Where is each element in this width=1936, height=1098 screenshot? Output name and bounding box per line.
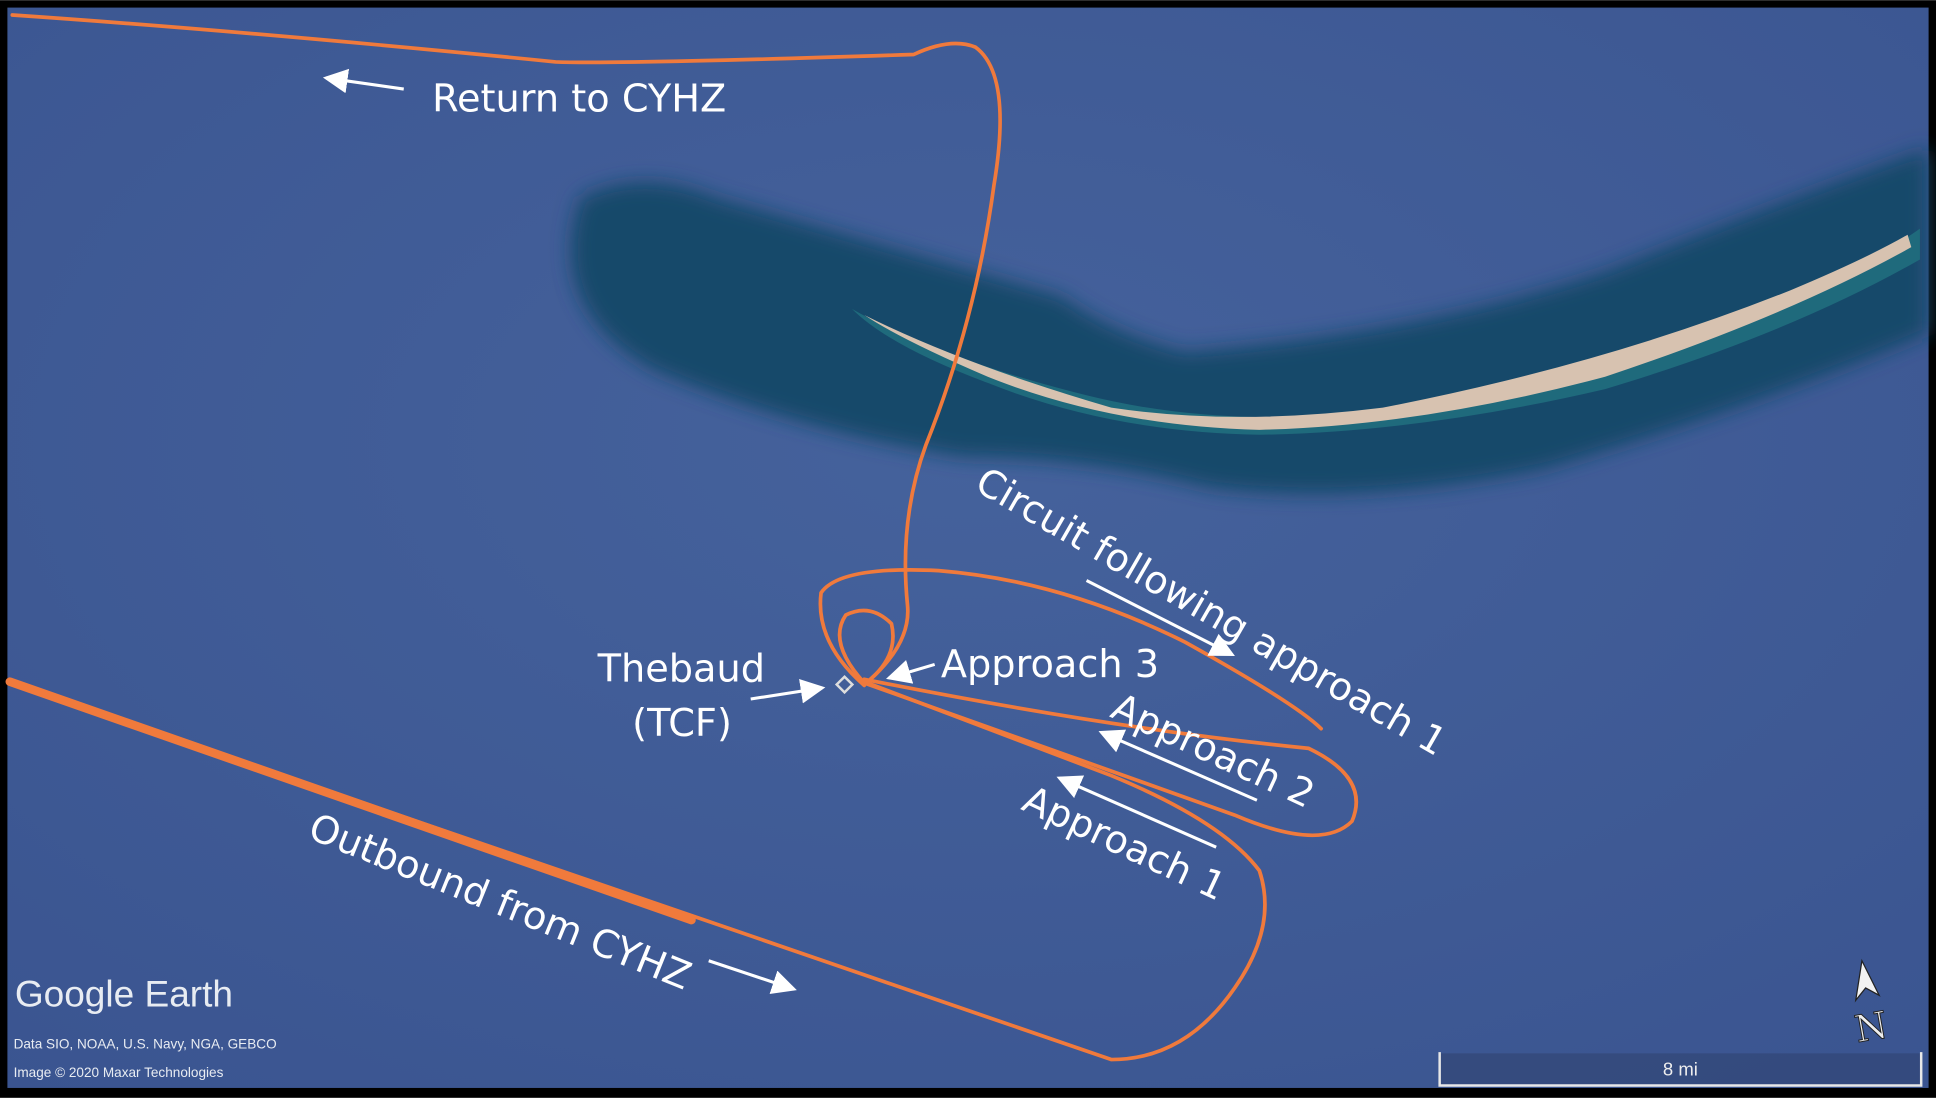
arrow-icon: [1098, 729, 1258, 802]
flight-track: [5, 13, 1358, 1062]
arrow-icon: [322, 68, 404, 94]
annotation-arrows: [322, 68, 1258, 995]
attribution-image: Image © 2020 Maxar Technologies: [14, 1065, 224, 1080]
arrow-icon: [708, 959, 797, 995]
sable-island: [571, 148, 1929, 495]
arrow-icon: [1085, 579, 1235, 656]
attribution-data: Data SIO, NOAA, U.S. Navy, NGA, GEBCO: [14, 1036, 277, 1051]
google-earth-logo: Google Earth: [15, 972, 233, 1014]
label-return: Return to CYHZ: [432, 76, 726, 121]
compass[interactable]: N: [1851, 958, 1891, 1052]
arrow-icon: [750, 679, 826, 704]
north-arrow-icon: [1854, 958, 1881, 1003]
thebaud-marker-icon[interactable]: [834, 674, 855, 695]
compass-n: N: [1851, 1003, 1890, 1051]
arrow-icon: [886, 660, 936, 684]
label-tcf: (TCF): [632, 701, 732, 746]
label-thebaud: Thebaud: [597, 647, 765, 692]
scale-bar: 8 mi: [1438, 1052, 1923, 1087]
arrow-icon: [1056, 775, 1217, 849]
label-approach-3: Approach 3: [941, 642, 1159, 687]
ocean: [7, 7, 1929, 1088]
scale-label: 8 mi: [1663, 1059, 1698, 1080]
